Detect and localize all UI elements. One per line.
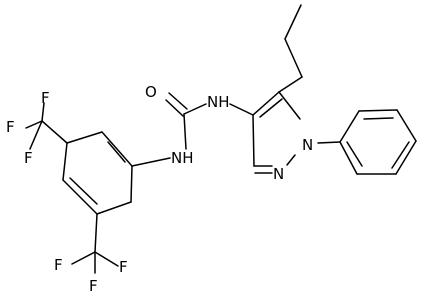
bond [168, 92, 188, 110]
atom-label-fluorine: F [24, 149, 33, 167]
bond [62, 142, 68, 181]
bond [66, 131, 103, 144]
bond [131, 157, 171, 167]
bond [363, 117, 394, 120]
atom-labels: F F F F F F NH O NH N N [6, 83, 313, 295]
atom-label-fluorine: F [54, 256, 63, 274]
bond [101, 131, 133, 167]
bond [69, 177, 98, 205]
atom-label-fluorine: F [119, 258, 128, 276]
atom-label-amine: NH [171, 149, 194, 167]
bond [252, 114, 255, 167]
bond [259, 98, 283, 118]
atom-label-nitrogen: N [273, 165, 284, 183]
bond [96, 201, 132, 215]
bond [62, 179, 98, 215]
bond [229, 103, 254, 116]
bond [41, 102, 45, 122]
atom-label-oxygen: O [145, 83, 157, 101]
bond [278, 91, 301, 120]
bond [183, 103, 207, 115]
bond [339, 141, 358, 175]
bond [130, 165, 133, 203]
bond [286, 154, 296, 166]
bond [284, 4, 302, 40]
atom-label-fluorine: F [6, 118, 15, 136]
bond [339, 110, 360, 143]
bond [346, 141, 363, 167]
bond [391, 141, 410, 169]
bond [183, 113, 187, 150]
bond [107, 141, 126, 163]
bonds [25, 4, 417, 274]
bond [278, 76, 303, 93]
bond [71, 251, 96, 265]
bond [252, 91, 280, 116]
bond [396, 109, 417, 142]
bond [358, 109, 398, 112]
bond [41, 120, 68, 144]
bond [29, 120, 43, 150]
atom-label-fluorine: F [89, 277, 98, 295]
bond [165, 99, 184, 117]
bond [94, 251, 119, 267]
bond [317, 141, 341, 144]
atom-label-amine: NH [207, 93, 230, 111]
bond [94, 213, 98, 253]
atom-label-nitrogen: N [302, 136, 313, 154]
bond [395, 140, 417, 175]
bond [25, 120, 43, 129]
bond [284, 38, 303, 78]
atom-label-fluorine: F [41, 89, 50, 107]
